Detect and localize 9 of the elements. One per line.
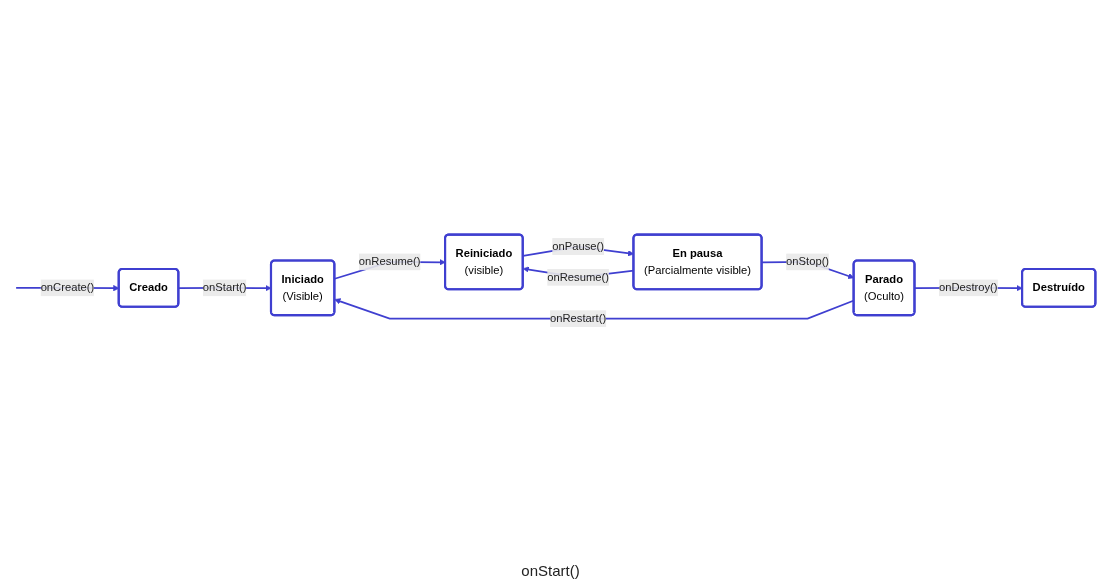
note-label: onStart(): [521, 562, 580, 579]
edge-label: onResume(): [547, 271, 609, 284]
edge-label: onPause(): [552, 240, 604, 253]
edge-label: onRestart(): [550, 312, 607, 325]
edge-label: onStart(): [202, 281, 247, 294]
edge-label: onResume(): [358, 255, 421, 268]
edge-label: onCreate(): [40, 281, 95, 294]
edge-label: onDestroy(): [939, 281, 998, 294]
edge-label: onStop(): [786, 255, 830, 268]
